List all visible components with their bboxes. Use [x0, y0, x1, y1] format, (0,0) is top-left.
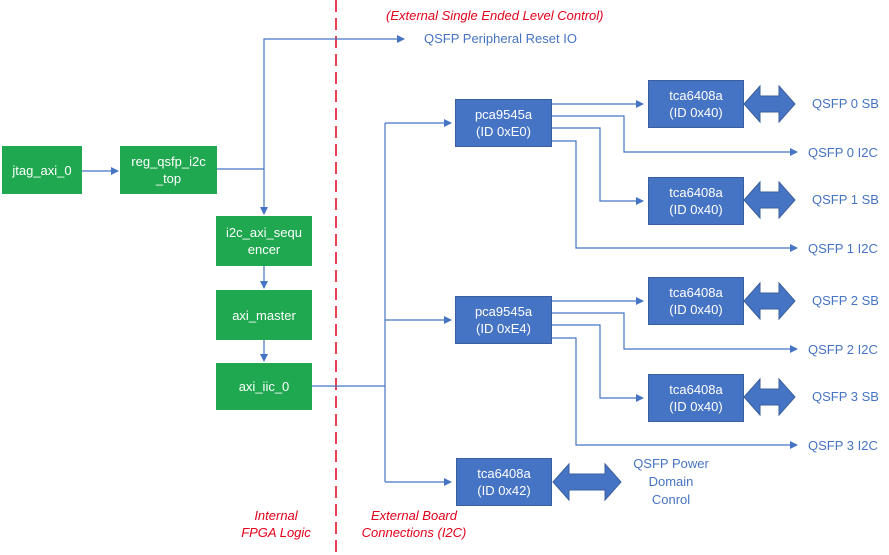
mux-0-id: (ID 0xE0): [476, 124, 531, 139]
bidirectional-arrow-qsfp3-sb: [743, 377, 796, 417]
expander-4-name: tca6408a: [477, 466, 531, 481]
qsfp2-i2c-label: QSFP 2 I2C: [808, 342, 878, 357]
power-label-line-2: Domain: [648, 474, 694, 489]
bidirectional-arrow-qsfp1-sb: [743, 180, 796, 220]
bidirectional-arrow-qsfp2-sb: [743, 281, 796, 321]
link-mux0-to-qsfp1-i2c: [552, 140, 798, 252]
qsfp1-sb-label: QSFP 1 SB: [812, 192, 879, 207]
link-mux0-to-qsfp0-i2c: [552, 115, 798, 156]
power-label-line-3: Conrol: [651, 492, 691, 507]
i2c-mux-block-1: pca9545a (ID 0xE4): [455, 296, 552, 344]
reg-block-label-line-1: reg_qsfp_i2c: [131, 154, 206, 169]
sequencer-label-line-1: i2c_axi_sequ: [226, 225, 302, 240]
qsfp2-sb-label: QSFP 2 SB: [812, 293, 879, 308]
expander-1-name: tca6408a: [669, 185, 723, 200]
link-reg-to-reset-io: [217, 35, 405, 170]
jtag-axi-label: jtag_axi_0: [12, 162, 72, 178]
link-mux0-to-expander-1: [552, 127, 644, 205]
mux-0-name: pca9545a: [474, 107, 533, 122]
expander-2-name: tca6408a: [669, 285, 723, 300]
qsfp3-sb-label: QSFP 3 SB: [812, 389, 879, 404]
reg-block-label-line-2: _top: [155, 171, 182, 186]
reg-qsfp-i2c-top-block: reg_qsfp_i2c _top: [120, 146, 217, 194]
qsfp0-sb-label: QSFP 0 SB: [812, 96, 879, 111]
jtag-axi-block: jtag_axi_0: [2, 146, 82, 194]
axi-master-block: axi_master: [216, 290, 312, 340]
external-note-line-1: External Board: [371, 508, 457, 523]
external-note-line-2: Connections (I2C): [361, 525, 467, 540]
qsfp3-i2c-label: QSFP 3 I2C: [808, 438, 878, 453]
power-domain-control-label: QSFP Power Domain Conrol: [626, 455, 716, 509]
link-mux1-to-qsfp3-i2c: [552, 337, 798, 449]
expander-0-id: (ID 0x40): [669, 105, 723, 120]
io-expander-block-2: tca6408a (ID 0x40): [648, 277, 744, 325]
expander-0-name: tca6408a: [669, 88, 723, 103]
i2c-axi-sequencer-block: i2c_axi_sequ encer: [216, 216, 312, 266]
qsfp1-i2c-label: QSFP 1 I2C: [808, 241, 878, 256]
io-expander-block-1: tca6408a (ID 0x40): [648, 177, 744, 225]
io-expander-block-3: tca6408a (ID 0x40): [648, 374, 744, 422]
axi-iic-block: axi_iic_0: [216, 363, 312, 410]
sequencer-label-line-2: encer: [247, 242, 281, 257]
internal-note-line-2: FPGA Logic: [241, 525, 311, 540]
internal-fpga-logic-note: Internal FPGA Logic: [236, 507, 316, 541]
axi-iic-label: axi_iic_0: [238, 379, 290, 394]
axi-master-label: axi_master: [232, 307, 296, 323]
expander-2-id: (ID 0x40): [669, 302, 723, 317]
io-expander-block-0: tca6408a (ID 0x40): [648, 80, 744, 128]
expander-3-name: tca6408a: [669, 382, 723, 397]
external-level-control-note: (External Single Ended Level Control): [386, 8, 604, 23]
expander-1-id: (ID 0x40): [669, 202, 723, 217]
link-mux1-to-expander-3: [552, 324, 644, 402]
bidirectional-arrow-qsfp0-sb: [743, 84, 796, 124]
power-label-line-1: QSFP Power: [633, 456, 709, 471]
i2c-mux-block-0: pca9545a (ID 0xE0): [455, 99, 552, 147]
expander-3-id: (ID 0x40): [669, 399, 723, 414]
io-expander-block-power: tca6408a (ID 0x42): [456, 458, 552, 506]
bidirectional-arrow-power-domain: [552, 462, 622, 502]
external-board-connections-note: External Board Connections (I2C): [352, 507, 476, 541]
qsfp0-i2c-label: QSFP 0 I2C: [808, 145, 878, 160]
mux-1-name: pca9545a: [474, 304, 533, 319]
internal-note-line-1: Internal: [254, 508, 298, 523]
expander-4-id: (ID 0x42): [477, 483, 531, 498]
mux-1-id: (ID 0xE4): [476, 321, 531, 336]
reset-io-label: QSFP Peripheral Reset IO: [424, 31, 577, 46]
link-mux1-to-qsfp2-i2c: [552, 312, 798, 353]
